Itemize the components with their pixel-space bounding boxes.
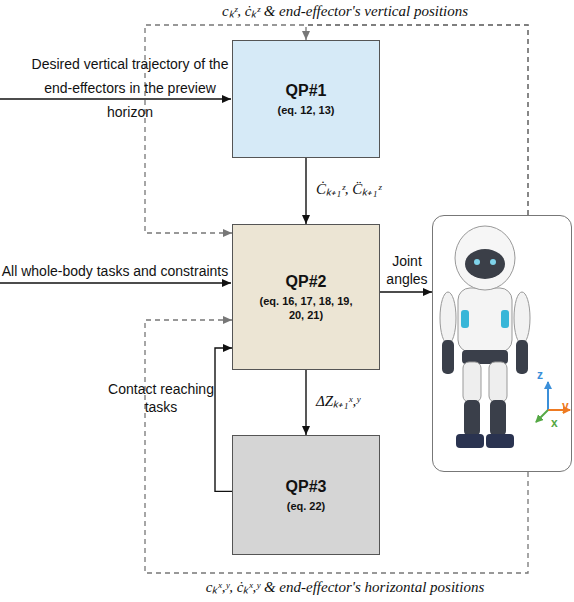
signal-arrow (380, 291, 432, 292)
signal-arrow (215, 348, 232, 491)
qp-box: QP#2 (eq. 16, 17, 18, 19, 20, 21) (232, 224, 380, 370)
signal-arrow (305, 370, 306, 435)
edge-label: Contact reaching tasks (108, 380, 214, 416)
input-label: Desired vertical trajectory of the end-e… (30, 52, 230, 124)
robot-illustration (440, 226, 570, 448)
box-title: QP#1 (286, 82, 327, 100)
axis-label: x (551, 416, 558, 430)
qp-box: QP#1 (eq. 12, 13) (232, 40, 380, 158)
box-title: QP#3 (286, 478, 327, 496)
axis-label: z (537, 368, 543, 382)
edge-label: ΔZₖ₊₁ˣ,ʸ (316, 392, 426, 410)
equation-ref: (eq. 16, 17, 18, 19, 20, 21) (256, 294, 356, 322)
feedback-label: cₖᶻ, ċₖᶻ & end-effector's vertical posit… (150, 2, 540, 20)
robot-frame: z yx (432, 215, 572, 472)
edge-label: Joint angles (381, 252, 433, 288)
edge-label: Ċₖ₊₁ᶻ, C̈ₖ₊₁ᶻ (316, 180, 426, 198)
input-arrow (0, 98, 231, 99)
input-label: All whole-body tasks and constraints (0, 259, 230, 283)
signal-arrow (305, 158, 306, 224)
feedback-label: cₖˣ,ʸ, ċₖˣ,ʸ & end-effector's horizontal… (150, 578, 540, 596)
equation-ref: (eq. 22) (287, 499, 326, 513)
qp-box: QP#3 (eq. 22) (232, 435, 380, 555)
equation-ref: (eq. 12, 13) (278, 103, 335, 117)
box-title: QP#2 (286, 273, 327, 291)
input-arrow (0, 282, 231, 283)
axis-label: y (562, 399, 569, 413)
